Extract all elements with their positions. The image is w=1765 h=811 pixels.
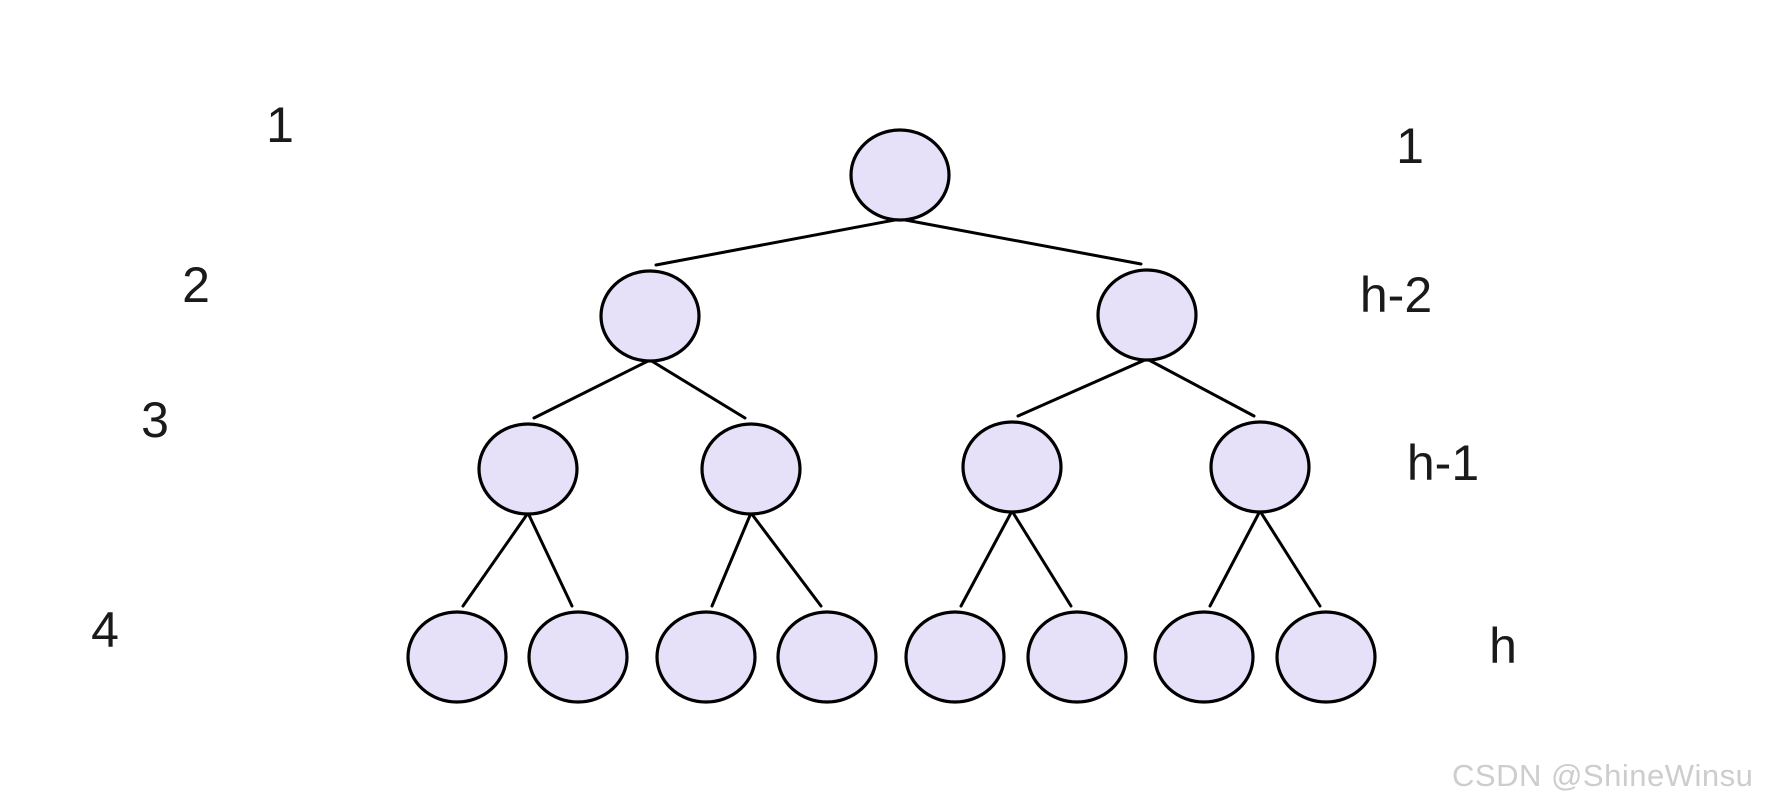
tree-node-level4-10 <box>776 610 878 704</box>
tree-node-level3-5 <box>961 420 1063 514</box>
tree-node-level4-7 <box>406 610 508 704</box>
tree-node-level3-6 <box>1209 420 1311 514</box>
tree-node-level2-1 <box>599 269 701 363</box>
tree-node-level4-8 <box>527 610 629 704</box>
tree-edge <box>648 358 747 420</box>
left-level-label-4: 4 <box>91 602 119 658</box>
tree-node-level4-12 <box>1026 610 1128 704</box>
tree-edge <box>749 511 823 608</box>
right-level-labels: 1 h-2 h-1 h <box>1360 118 1517 674</box>
tree-node-level3-3 <box>477 422 579 516</box>
left-level-label-1: 1 <box>266 97 294 153</box>
tree-edge <box>1208 509 1262 608</box>
tree-edge <box>526 511 574 608</box>
tree-edge <box>1016 357 1149 418</box>
left-level-label-3: 3 <box>141 392 169 448</box>
left-level-label-2: 2 <box>182 257 210 313</box>
tree-node-level2-2 <box>1096 268 1198 362</box>
right-level-label-h-2: h-2 <box>1360 267 1432 323</box>
tree-edge <box>1145 357 1256 418</box>
tree-node-level4-13 <box>1153 610 1255 704</box>
tree-node-level3-4 <box>700 422 802 516</box>
tree-edge <box>710 511 753 608</box>
tree-edge <box>532 358 652 420</box>
right-level-label-h-1: h-1 <box>1407 435 1479 491</box>
right-level-label-h: h <box>1489 618 1517 674</box>
tree-edge <box>1010 509 1073 608</box>
tree-node-level4-14 <box>1275 610 1377 704</box>
tree-node-level4-11 <box>904 610 1006 704</box>
tree-node-level1-0 <box>849 128 951 222</box>
tree-edges <box>461 217 1322 608</box>
tree-edge <box>461 511 530 608</box>
tree-edge <box>959 509 1014 608</box>
tree-node-level4-9 <box>655 610 757 704</box>
left-level-labels: 1 2 3 4 <box>91 97 294 658</box>
right-level-label-1: 1 <box>1396 118 1424 174</box>
tree-nodes <box>406 128 1377 704</box>
tree-edge <box>654 217 902 267</box>
tree-edge <box>898 217 1143 266</box>
watermark: CSDN @ShineWinsu <box>1452 758 1754 793</box>
tree-edge <box>1258 509 1322 608</box>
